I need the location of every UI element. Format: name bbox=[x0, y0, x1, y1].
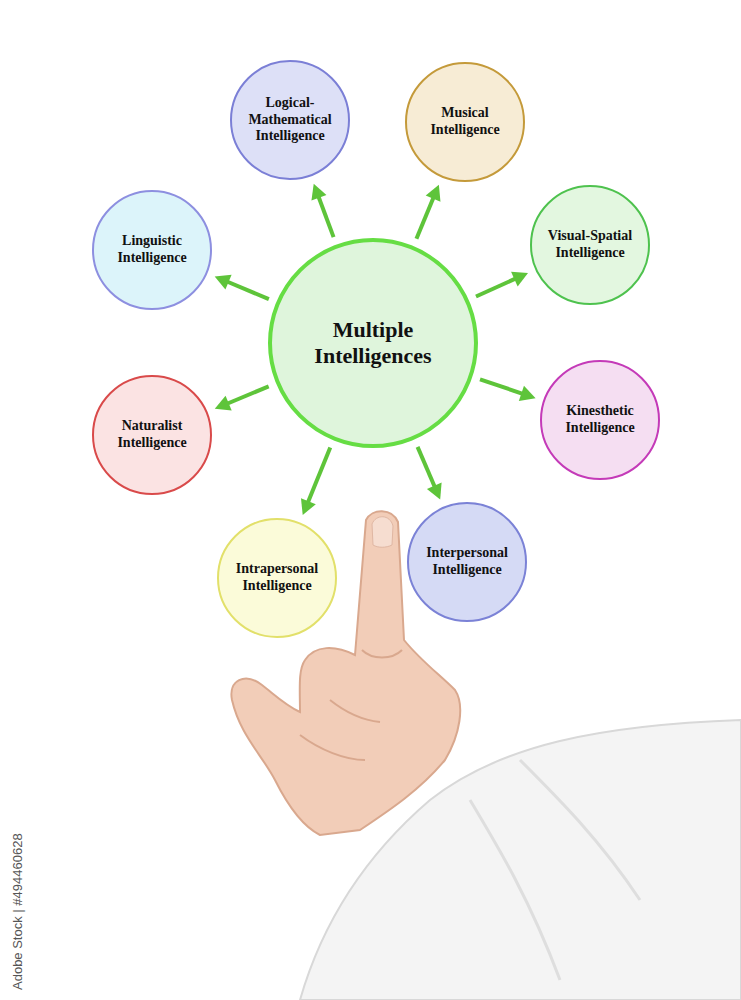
circle-label: Logical-Mathematical Intelligence bbox=[240, 95, 340, 145]
arrow-connector bbox=[418, 447, 442, 500]
arrow-shaft bbox=[318, 195, 334, 237]
circle-label: Linguistic Intelligence bbox=[102, 233, 202, 267]
intelligence-circle: Interpersonal Intelligence bbox=[407, 502, 527, 622]
watermark-text: Adobe Stock | #494460628 bbox=[10, 833, 25, 990]
circle-label: Musical Intelligence bbox=[415, 105, 515, 139]
intelligence-circle: Naturalist Intelligence bbox=[92, 375, 212, 495]
arrow-connector bbox=[480, 379, 536, 401]
arrow-head bbox=[301, 498, 316, 515]
arrow-connector bbox=[215, 386, 269, 410]
circle-shape bbox=[541, 361, 659, 479]
arrow-shaft bbox=[480, 379, 524, 394]
circle-shape bbox=[270, 240, 476, 446]
circle-shape bbox=[408, 503, 526, 621]
arrow-shaft bbox=[226, 386, 269, 404]
arrow-head bbox=[511, 272, 528, 287]
arrow-head bbox=[311, 184, 326, 201]
circle-shape bbox=[93, 191, 211, 309]
circle-label: Interpersonal Intelligence bbox=[417, 545, 517, 579]
arrow-shaft bbox=[416, 196, 434, 239]
arrow-shaft bbox=[307, 448, 330, 504]
arrow-head bbox=[427, 483, 442, 500]
circle-shape bbox=[406, 63, 524, 181]
sleeve-fold bbox=[470, 760, 640, 980]
arrow-head bbox=[215, 275, 232, 290]
arrow-shaft bbox=[226, 281, 269, 299]
circle-shape bbox=[531, 186, 649, 304]
fingernail bbox=[372, 517, 393, 548]
circle-label: Intrapersonal Intelligence bbox=[227, 561, 327, 595]
arrow-head bbox=[519, 386, 536, 401]
arrow-head bbox=[426, 185, 441, 202]
arrow-shaft bbox=[476, 278, 517, 297]
arrow-connector bbox=[301, 448, 330, 515]
hub-circle: Multiple Intelligences bbox=[268, 238, 478, 448]
arrow-connector bbox=[416, 185, 440, 239]
circle-label: Naturalist Intelligence bbox=[102, 418, 202, 452]
arrow-head bbox=[215, 396, 232, 411]
intelligence-circle: Logical-Mathematical Intelligence bbox=[230, 60, 350, 180]
circle-label: Visual-Spatial Intelligence bbox=[540, 228, 640, 262]
circle-label: Kinesthetic Intelligence bbox=[550, 403, 650, 437]
circle-shape bbox=[218, 519, 336, 637]
arrow-connector bbox=[311, 184, 333, 237]
hub-title: Multiple Intelligences bbox=[288, 317, 458, 370]
intelligence-circle: Visual-Spatial Intelligence bbox=[530, 185, 650, 305]
arrow-connector bbox=[215, 275, 269, 299]
circle-shape bbox=[93, 376, 211, 494]
intelligence-circle: Intrapersonal Intelligence bbox=[217, 518, 337, 638]
intelligence-circle: Kinesthetic Intelligence bbox=[540, 360, 660, 480]
arrow-connector bbox=[476, 272, 528, 297]
intelligence-circle: Musical Intelligence bbox=[405, 62, 525, 182]
circle-shape bbox=[231, 61, 349, 179]
finger-crease bbox=[300, 650, 402, 760]
intelligence-circle: Linguistic Intelligence bbox=[92, 190, 212, 310]
arrow-shaft bbox=[418, 447, 436, 489]
